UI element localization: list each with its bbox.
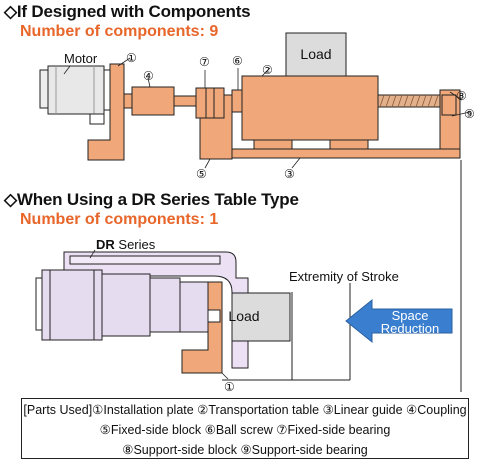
arrow-line2: Reduction	[381, 321, 440, 336]
section2-heading-bold: DR	[131, 190, 156, 209]
section2-count: Number of components: 1	[20, 211, 219, 228]
callout-5: ⑤	[196, 167, 207, 181]
callout-2: ②	[262, 63, 273, 77]
dr-load	[231, 292, 291, 342]
linear-guide-rail	[231, 148, 461, 159]
dr-motor-flange	[35, 277, 43, 331]
linear-guide-block-1	[253, 139, 293, 150]
legend-line-3: ⑧Support-side block ⑨Support-side bearin…	[122, 443, 368, 457]
callout-4: ④	[143, 69, 154, 83]
callout-8: ⑧	[456, 89, 467, 103]
shaft-2	[173, 95, 199, 107]
section2-heading-post: Series Table Type	[155, 190, 299, 209]
dr-series-label-rest: Series	[115, 237, 156, 252]
ball-screw-nut	[231, 89, 243, 113]
dr-series-label-bold: DR	[96, 237, 115, 252]
section1-heading: ◇If Designed with Components	[4, 2, 251, 21]
dr-shaft	[207, 309, 221, 323]
motor-connector	[89, 113, 105, 125]
transportation-table	[241, 75, 379, 141]
legend-line-1: [Parts Used]①Installation plate ②Transpo…	[23, 403, 467, 417]
diagram: Motor ① ④ ⑦ ⑥ ② ⑤ ③ ⑧ ⑨ Load	[35, 32, 475, 394]
motor-flange	[39, 69, 49, 109]
parts-legend: [Parts Used]①Installation plate ②Transpo…	[21, 398, 469, 459]
arrow-line1: Space	[392, 308, 429, 323]
extremity-label: Extremity of Stroke	[289, 269, 399, 284]
dr-gearhead	[149, 277, 181, 333]
section1-count: Number of components: 9	[20, 23, 219, 40]
section2-heading-pre: ◇When Using a	[4, 190, 132, 209]
shaft-1	[123, 93, 133, 109]
support-side-bearing	[441, 94, 457, 116]
dr-series-top-plate	[69, 255, 221, 265]
callout-9: ⑨	[464, 107, 475, 121]
section2-heading: ◇When Using a DR Series Table Type	[4, 190, 299, 210]
legend-line-2: ⑤Fixed-side block ⑥Ball screw ⑦Fixed-sid…	[99, 423, 391, 437]
motor-front	[103, 69, 111, 111]
dr-series-label: DR Series	[96, 237, 156, 252]
callout-1b: ①	[224, 380, 235, 394]
dr-motor-body	[41, 269, 103, 341]
callout-6: ⑥	[232, 54, 243, 68]
installation-plate-2	[181, 281, 223, 374]
callout-3: ③	[284, 167, 295, 181]
dr-motor-gear	[101, 273, 151, 337]
motor-label: Motor	[64, 51, 98, 66]
load-label-2: Load	[228, 308, 259, 324]
coupling	[131, 86, 175, 116]
dr-output-cover	[179, 281, 211, 333]
fixed-side-bearing	[195, 87, 225, 119]
callout-1: ①	[126, 51, 137, 65]
load-1	[285, 32, 347, 77]
linear-guide-block-2	[329, 139, 369, 150]
space-reduction-arrow	[345, 298, 453, 344]
callout-7: ⑦	[199, 55, 210, 69]
load-label-1: Load	[300, 46, 331, 62]
installation-plate-1	[87, 63, 125, 161]
